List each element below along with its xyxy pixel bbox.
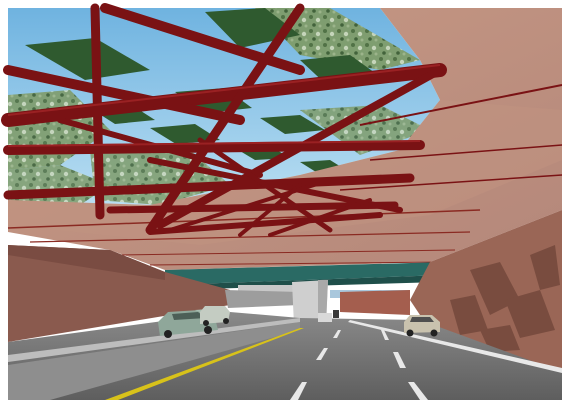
car-distant [318, 310, 339, 322]
car-right [404, 315, 440, 337]
roadway [8, 312, 562, 400]
left-retaining-wall [8, 245, 300, 342]
red-girder-truss [1, 3, 447, 237]
suv-behind [200, 306, 230, 326]
